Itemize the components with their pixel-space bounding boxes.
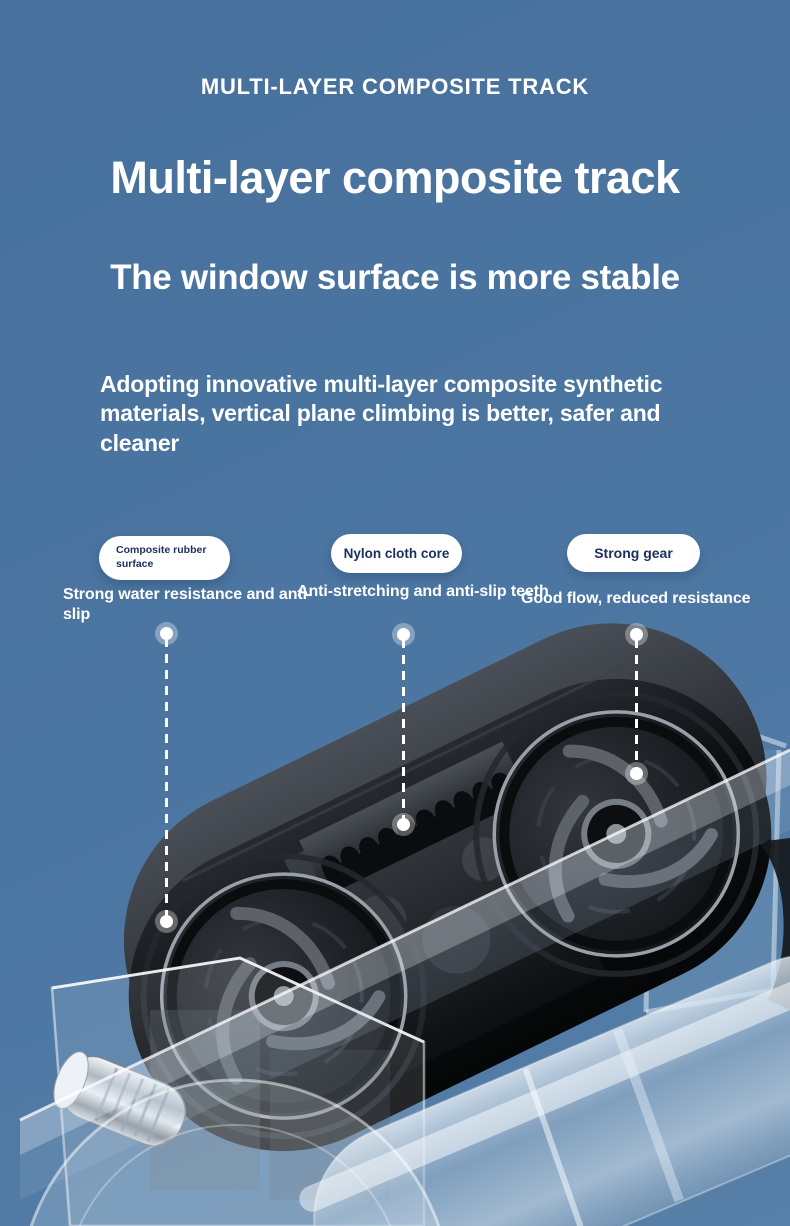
leader-line-1 bbox=[160, 627, 173, 928]
page-subtitle: The window surface is more stable bbox=[110, 258, 680, 297]
callout-description-1: Strong water resistance and anti-slip bbox=[63, 586, 313, 623]
track-teeth bbox=[321, 772, 523, 893]
drive-shaft bbox=[53, 1051, 186, 1147]
callout-pill-label: Nylon cloth core bbox=[343, 546, 450, 561]
eyebrow-heading: MULTI-LAYER COMPOSITE TRACK bbox=[200, 74, 590, 99]
callout-pill-composite-rubber-surface: Composite rubber surface bbox=[99, 536, 230, 580]
callout-pill-nylon-cloth-core: Nylon cloth core bbox=[331, 534, 462, 573]
leader-dot-top bbox=[397, 628, 410, 641]
page-title: Multi-layer composite track bbox=[110, 152, 680, 203]
leader-dashed-line bbox=[165, 638, 168, 917]
leader-dot-top bbox=[160, 627, 173, 640]
glass-disc bbox=[29, 1078, 441, 1226]
leader-line-3 bbox=[630, 628, 643, 780]
callout-description-3: Good flow, reduced resistance bbox=[521, 590, 751, 607]
leader-dot-bottom bbox=[630, 767, 643, 780]
callout-description-2: Anti-stretching and anti-slip teeth bbox=[297, 583, 549, 600]
leader-dot-bottom bbox=[160, 915, 173, 928]
callout-pill-label: Strong gear bbox=[594, 545, 673, 561]
page-description: Adopting innovative multi-layer composit… bbox=[100, 371, 663, 456]
glass-roller bbox=[299, 953, 790, 1226]
glass-front-panel bbox=[19, 748, 790, 1200]
leader-line-2 bbox=[397, 628, 410, 831]
leader-dot-bottom bbox=[397, 818, 410, 831]
front-drive-wheel bbox=[159, 872, 408, 1120]
leader-dashed-line bbox=[402, 639, 405, 820]
leader-dot-top bbox=[630, 628, 643, 641]
leader-dashed-line bbox=[635, 639, 638, 769]
callout-pill-label: Composite rubber surface bbox=[116, 544, 207, 570]
callout-pill-strong-gear: Strong gear bbox=[567, 534, 700, 572]
